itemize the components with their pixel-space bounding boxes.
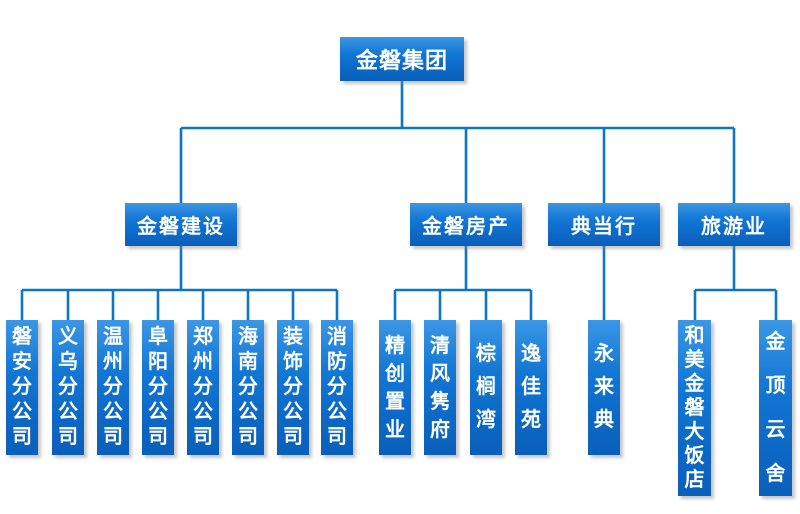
node-label: 金磐集团 [355, 48, 448, 73]
unit-hemei-hotel: 和美金磐大饭店 [678, 320, 711, 496]
node-label: 典当行 [571, 216, 637, 238]
node-label: 消防分公司 [327, 326, 347, 448]
unit-jinding-yunshe: 金顶云舍 [759, 320, 792, 496]
branch-decoration: 装饰分公司 [277, 320, 309, 455]
node-label: 棕榈湾 [476, 343, 496, 431]
project-qingfeng: 清风隽府 [424, 320, 456, 455]
branch-panan: 磐安分公司 [6, 320, 38, 455]
branch-yiwu: 义乌分公司 [52, 320, 84, 455]
branch-fuyang: 阜阳分公司 [142, 320, 174, 455]
project-jingchuang: 精创置业 [379, 320, 411, 455]
node-construction: 金磐建设 [125, 203, 237, 246]
node-label: 装饰分公司 [283, 326, 303, 448]
node-label: 海南分公司 [238, 326, 258, 448]
node-label: 精创置业 [385, 334, 405, 441]
node-label: 温州分公司 [103, 326, 123, 448]
node-label: 金磐建设 [137, 216, 225, 238]
node-real-estate: 金磐房产 [410, 203, 522, 246]
node-label: 金顶云舍 [765, 331, 786, 485]
node-label: 清风隽府 [430, 334, 450, 441]
branch-hainan: 海南分公司 [232, 320, 264, 455]
project-yijiayuan: 逸佳苑 [515, 320, 547, 455]
branch-zhengzhou: 郑州分公司 [187, 320, 219, 455]
unit-yonglai-pawn: 永来典 [588, 320, 620, 455]
node-label: 永来典 [594, 343, 614, 431]
node-label: 逸佳苑 [521, 343, 541, 431]
branch-fire-protection: 消防分公司 [321, 320, 353, 455]
node-label: 旅游业 [701, 216, 767, 238]
project-zonglvwan: 棕榈湾 [470, 320, 502, 455]
branch-wenzhou: 温州分公司 [97, 320, 129, 455]
node-label: 阜阳分公司 [148, 326, 168, 448]
node-tourism: 旅游业 [678, 203, 790, 246]
node-group-root: 金磐集团 [340, 37, 464, 81]
node-pawnshop: 典当行 [548, 203, 660, 246]
node-label: 磐安分公司 [12, 326, 32, 448]
node-label: 义乌分公司 [58, 326, 78, 448]
node-label: 和美金磐大饭店 [684, 325, 705, 491]
node-label: 郑州分公司 [193, 326, 213, 448]
node-label: 金磐房产 [422, 216, 510, 238]
